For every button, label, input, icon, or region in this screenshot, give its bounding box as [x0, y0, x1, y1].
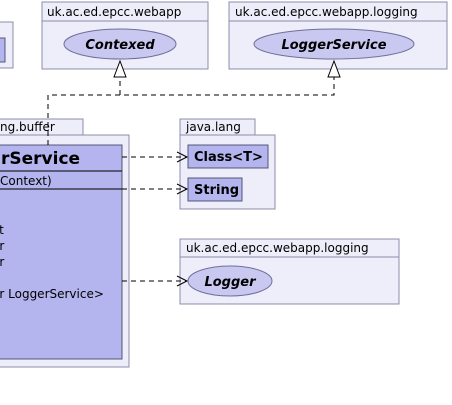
class-class-t[interactable]: Class<T> — [187, 144, 269, 169]
package-logging-top-label: uk.ac.ed.epcc.webapp.logging — [235, 5, 418, 19]
package-left-partial — [0, 21, 14, 69]
dependency-arrowhead-string — [176, 183, 189, 195]
interface-logger-service[interactable]: LoggerService — [253, 28, 415, 60]
package-buffer: ng.buffer rService Context) xt er er er … — [0, 118, 130, 368]
package-java-lang: java.lang Class<T> String — [179, 118, 276, 210]
main-class-member-6: er LoggerService> — [0, 287, 104, 301]
realization-triangle-logger-service — [327, 59, 341, 78]
package-webapp-label: uk.ac.ed.epcc.webapp — [47, 5, 181, 19]
realization-line — [47, 77, 335, 145]
interface-contexed-label: Contexed — [85, 38, 155, 53]
class-string-label: String — [194, 183, 239, 198]
package-java-lang-label: java.lang — [185, 120, 241, 134]
realization-triangle-contexed — [113, 59, 127, 78]
package-webapp: uk.ac.ed.epcc.webapp Contexed — [41, 1, 209, 70]
dependency-arrowhead-logger — [176, 275, 189, 287]
main-class-member-4: er — [0, 255, 4, 269]
main-class-name: rService — [1, 149, 80, 169]
dependency-arrowhead-class-t — [176, 151, 189, 163]
package-buffer-label: ng.buffer — [0, 120, 55, 134]
main-class-member-2: xt — [0, 223, 4, 237]
interface-contexed[interactable]: Contexed — [63, 28, 177, 60]
package-logging-top: uk.ac.ed.epcc.webapp.logging LoggerServi… — [228, 1, 448, 70]
dependency-arrows — [122, 151, 189, 287]
main-class-constructor: Context) — [0, 174, 52, 188]
main-class-member-3: er — [0, 239, 4, 253]
interface-logger-service-label: LoggerService — [281, 38, 386, 53]
main-class-box[interactable]: rService Context) xt er er er LoggerServ… — [0, 144, 123, 360]
interface-logger[interactable]: Logger — [187, 265, 273, 297]
package-logging-bottom-label: uk.ac.ed.epcc.webapp.logging — [186, 241, 369, 255]
package-logging-bottom: uk.ac.ed.epcc.webapp.logging Logger — [179, 238, 400, 305]
realization-arrows — [47, 59, 341, 145]
interface-logger-label: Logger — [204, 275, 257, 290]
class-string[interactable]: String — [187, 177, 243, 202]
class-class-t-label: Class<T> — [194, 150, 263, 165]
